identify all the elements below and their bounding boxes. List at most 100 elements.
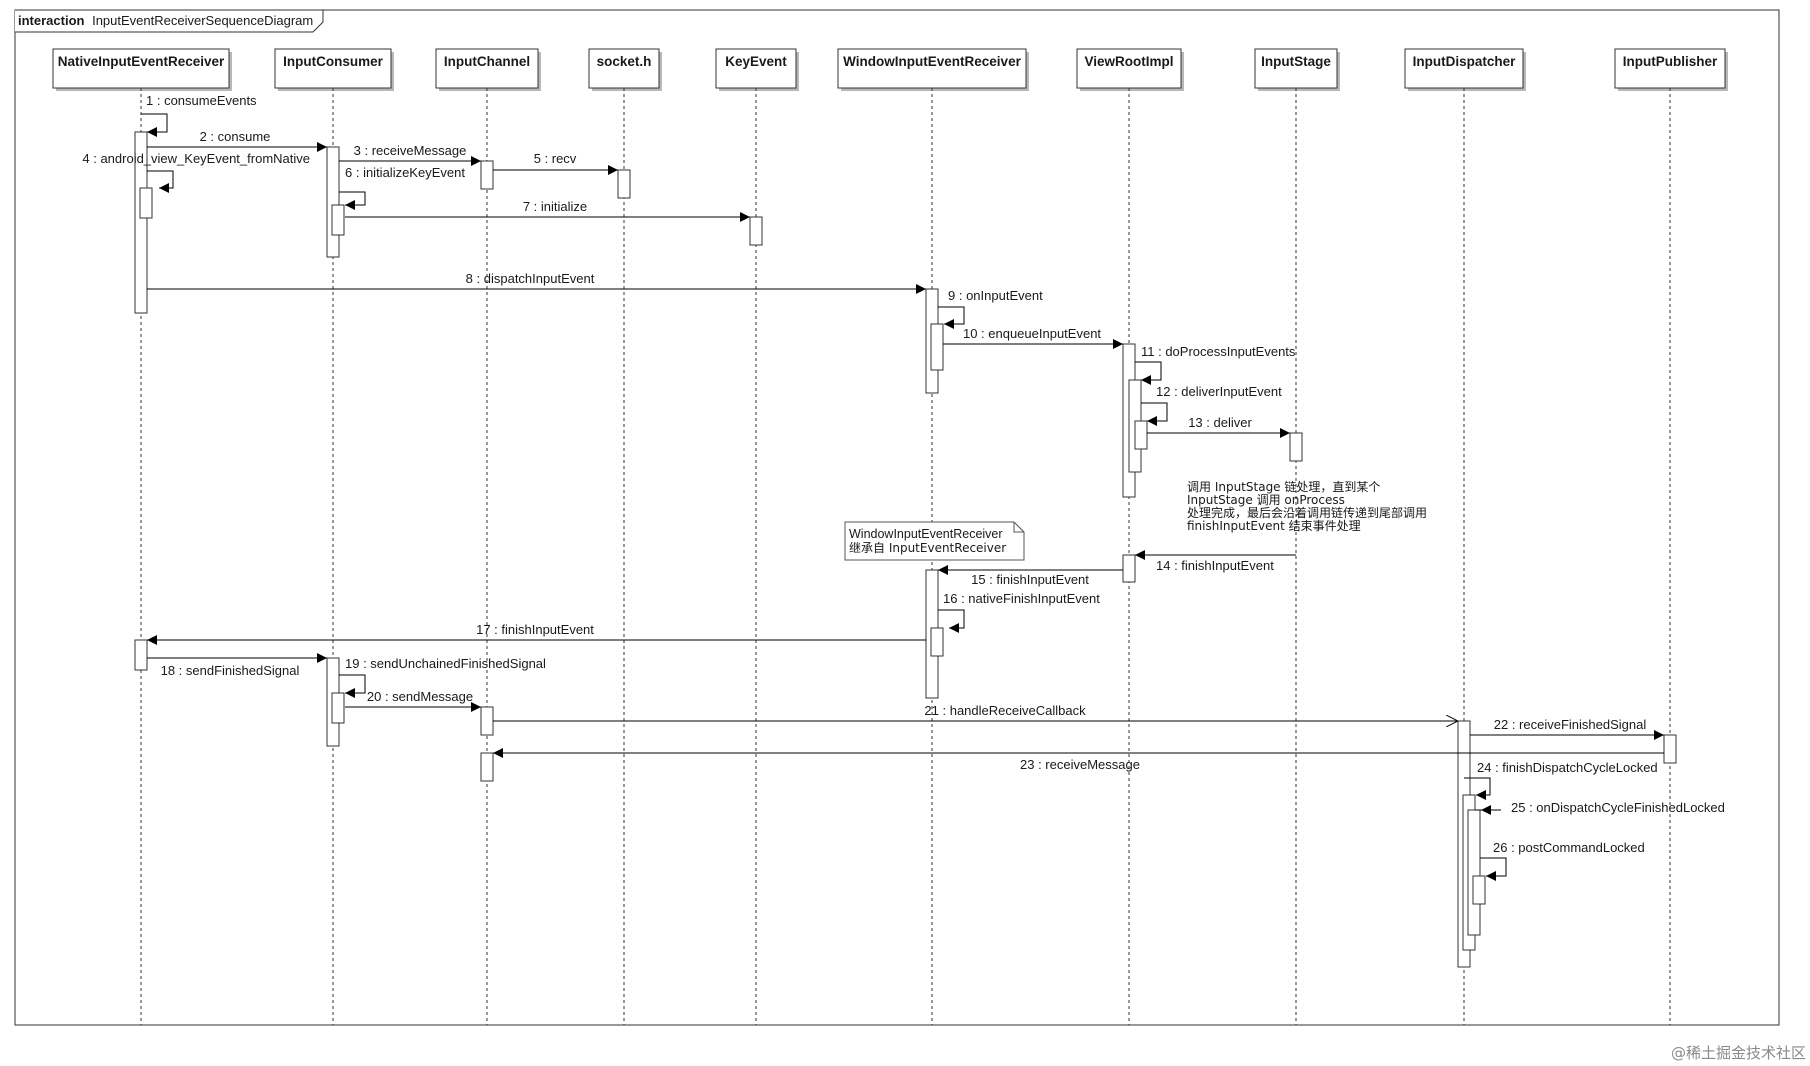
message-label: 12 : deliverInputEvent <box>1156 384 1282 399</box>
message-23: 23 : receiveMessage <box>493 748 1664 772</box>
lifeline-name: NativeInputEventReceiver <box>58 54 225 69</box>
message-self-loop <box>339 674 366 698</box>
note-is: 调用 InputStage 链处理，直到某个 InputStage 调用 onP… <box>1187 479 1427 533</box>
lifeline-head <box>837 48 1027 89</box>
activation-bar-nier <box>134 639 148 671</box>
message-label: 6 : initializeKeyEvent <box>345 165 465 180</box>
message-self-loop <box>938 609 965 633</box>
frame-label: interaction InputEventReceiverSequenceDi… <box>18 13 313 28</box>
message-6: 6 : initializeKeyEvent <box>339 165 465 210</box>
interaction-frame <box>14 9 1780 1026</box>
message-label: 17 : finishInputEvent <box>476 622 594 637</box>
message-17: 17 : finishInputEvent <box>147 622 926 645</box>
lifeline-name: InputStage <box>1261 54 1331 69</box>
message-label: 15 : finishInputEvent <box>971 572 1089 587</box>
activation-bar-is <box>1289 432 1303 462</box>
message-9: 9 : onInputEvent <box>938 288 1043 329</box>
activation-bar-ic <box>331 204 345 236</box>
note-is-line-4: finishInputEvent 结束事件处理 <box>1187 519 1361 533</box>
message-label: 7 : initialize <box>523 199 587 214</box>
message-24: 24 : finishDispatchCycleLocked <box>1464 760 1658 800</box>
message-label: 19 : sendUnchainedFinishedSignal <box>345 656 546 671</box>
message-16: 16 : nativeFinishInputEvent <box>938 591 1100 633</box>
frame-keyword: interaction <box>18 13 85 28</box>
message-13: 13 : deliver <box>1147 415 1290 438</box>
frame-tab <box>15 9 324 33</box>
message-self-loop <box>1141 402 1168 426</box>
activation-bar-ic <box>326 146 340 258</box>
activation-bar-nier <box>134 131 148 314</box>
lifeline-head <box>1076 48 1182 89</box>
message-label: 26 : postCommandLocked <box>1493 840 1645 855</box>
message-label: 4 : android_view_KeyEvent_fromNative <box>82 151 310 166</box>
activation-bar-nier <box>139 187 153 219</box>
lifeline-vri: ViewRootImpl <box>1076 48 1184 1025</box>
watermark: @稀土掘金技术社区 <box>1671 1044 1806 1062</box>
activation-bar-vri <box>1134 420 1148 450</box>
lifeline-name: socket.h <box>597 54 652 69</box>
message-12: 12 : deliverInputEvent <box>1141 384 1282 426</box>
note-wier-line-2: 继承自 InputEventReceiver <box>849 541 1006 555</box>
note-is-line-3: 处理完成，最后会沿着调用链传递到尾部调用 <box>1187 505 1427 520</box>
message-21: 21 : handleReceiveCallback <box>493 703 1458 721</box>
message-label: 2 : consume <box>200 129 271 144</box>
message-self-loop <box>1480 857 1507 881</box>
message-22: 22 : receiveFinishedSignal <box>1470 717 1664 740</box>
lifeline-head <box>435 48 539 89</box>
lifeline-name: WindowInputEventReceiver <box>843 54 1021 69</box>
lifeline-is: InputStage <box>1254 48 1340 1025</box>
message-self-loop <box>147 170 174 193</box>
lifeline-ke: KeyEvent <box>715 48 799 1025</box>
note-wier-fold <box>1013 522 1024 533</box>
message-label: 21 : handleReceiveCallback <box>924 703 1086 718</box>
message-label: 24 : finishDispatchCycleLocked <box>1477 760 1658 775</box>
message-self-loop <box>1464 777 1491 800</box>
activation-bar-ic <box>331 692 345 724</box>
lifeline-ich: InputChannel <box>435 48 541 1025</box>
message-4: 4 : android_view_KeyEvent_fromNative <box>82 151 310 193</box>
message-label: 25 : onDispatchCycleFinishedLocked <box>1511 800 1725 815</box>
message-label: 11 : doProcessInputEvents <box>1141 344 1296 359</box>
message-19: 19 : sendUnchainedFinishedSignal <box>339 656 546 698</box>
activation-bar-ke <box>749 216 763 246</box>
lifeline-head <box>1254 48 1338 89</box>
lifeline-name: ViewRootImpl <box>1084 54 1173 69</box>
note-is-line-2: InputStage 调用 onProcess <box>1187 493 1345 507</box>
message-25: 25 : onDispatchCycleFinishedLocked <box>1475 800 1725 815</box>
activation-bar-ipub <box>1663 734 1677 764</box>
activation-bar-idisp <box>1472 875 1486 905</box>
lifeline-idisp: InputDispatcher <box>1404 48 1526 1025</box>
message-label: 23 : receiveMessage <box>1020 757 1140 772</box>
lifeline-sock: socket.h <box>588 48 662 1025</box>
message-label: 3 : receiveMessage <box>354 143 467 158</box>
activation-bar-ich <box>480 752 494 782</box>
activation-bar-idisp <box>1467 809 1481 936</box>
message-1: 1 : consumeEvents <box>141 93 257 137</box>
lifeline-head <box>1614 48 1726 89</box>
lifeline-head <box>274 48 392 89</box>
message-26: 26 : postCommandLocked <box>1480 840 1645 881</box>
message-5: 5 : recv <box>493 151 618 175</box>
activation-bar-sock <box>617 169 631 199</box>
message-15: 15 : finishInputEvent <box>938 565 1123 587</box>
message-label: 18 : sendFinishedSignal <box>161 663 300 678</box>
activation-bar-ich <box>480 160 494 190</box>
lifeline-ipub: InputPublisher <box>1614 48 1728 1025</box>
activation-bar-vri <box>1122 554 1136 583</box>
message-3: 3 : receiveMessage <box>339 143 481 166</box>
message-label: 13 : deliver <box>1188 415 1252 430</box>
message-14: 14 : finishInputEvent <box>1135 550 1296 573</box>
message-label: 5 : recv <box>534 151 577 166</box>
frame-name: InputEventReceiverSequenceDiagram <box>92 13 313 28</box>
activation-bar-wier <box>930 323 944 371</box>
message-11: 11 : doProcessInputEvents <box>1135 344 1296 385</box>
message-self-loop <box>938 306 965 329</box>
message-10: 10 : enqueueInputEvent <box>943 326 1123 349</box>
lifeline-head <box>1404 48 1524 89</box>
activations <box>134 131 1677 968</box>
message-self-loop <box>141 113 168 137</box>
lifeline-name: InputPublisher <box>1623 54 1718 69</box>
message-7: 7 : initialize <box>345 199 750 222</box>
